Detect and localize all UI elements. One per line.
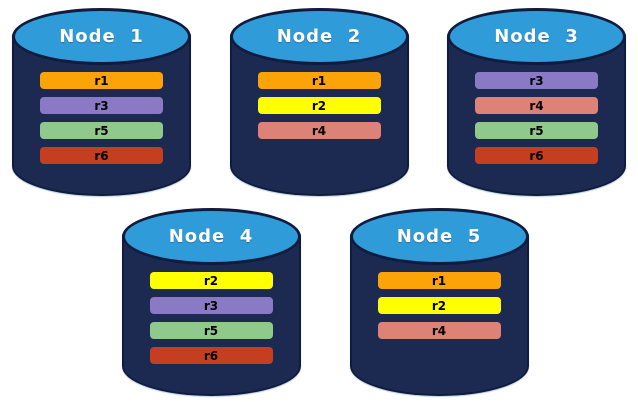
replica-bar-r5: r5: [149, 322, 273, 339]
node-title: Node 4: [168, 226, 254, 247]
replica-list: r3 r4 r5 r6: [475, 72, 598, 164]
replica-list: r1 r2 r4: [377, 272, 501, 339]
replica-list: r1 r2 r4: [257, 72, 381, 139]
node-row-bottom: Node 4 r2 r3 r5 r6 Node 5 r1 r2 r4: [6, 208, 638, 396]
node-title: Node 3: [494, 26, 579, 47]
replica-bar-r6: r6: [149, 347, 273, 364]
database-node-2: Node 2 r1 r2 r4: [229, 8, 409, 196]
replica-bar-r3: r3: [40, 97, 163, 114]
replica-bar-r5: r5: [40, 122, 163, 139]
node-title: Node 5: [396, 226, 482, 247]
replica-bar-r6: r6: [475, 147, 598, 164]
replica-bar-r1: r1: [377, 272, 501, 289]
database-node-4: Node 4 r2 r3 r5 r6: [121, 208, 301, 396]
database-node-3: Node 3 r3 r4 r5 r6: [447, 8, 626, 196]
replica-bar-r2: r2: [149, 272, 273, 289]
replica-bar-r1: r1: [257, 72, 381, 89]
cylinder-top-ellipse: Node 2: [229, 8, 409, 65]
cylinder-top-ellipse: Node 4: [121, 208, 301, 265]
replica-list: r2 r3 r5 r6: [149, 272, 273, 364]
database-node-5: Node 5 r1 r2 r4: [349, 208, 529, 396]
replica-bar-r3: r3: [149, 297, 273, 314]
cylinder-top-ellipse: Node 5: [349, 208, 529, 265]
replica-bar-r2: r2: [377, 297, 501, 314]
node-title: Node 2: [276, 26, 362, 47]
cylinder-top-ellipse: Node 3: [447, 8, 626, 65]
replica-bar-r3: r3: [475, 72, 598, 89]
replica-bar-r5: r5: [475, 122, 598, 139]
replica-bar-r6: r6: [40, 147, 163, 164]
replica-bar-r4: r4: [475, 97, 598, 114]
replica-bar-r1: r1: [40, 72, 163, 89]
replica-bar-r2: r2: [257, 97, 381, 114]
replica-list: r1 r3 r5 r6: [40, 72, 163, 164]
node-title: Node 1: [59, 26, 144, 47]
cylinder-top-ellipse: Node 1: [12, 8, 191, 65]
replica-bar-r4: r4: [377, 322, 501, 339]
database-node-1: Node 1 r1 r3 r5 r6: [12, 8, 191, 196]
replica-bar-r4: r4: [257, 122, 381, 139]
